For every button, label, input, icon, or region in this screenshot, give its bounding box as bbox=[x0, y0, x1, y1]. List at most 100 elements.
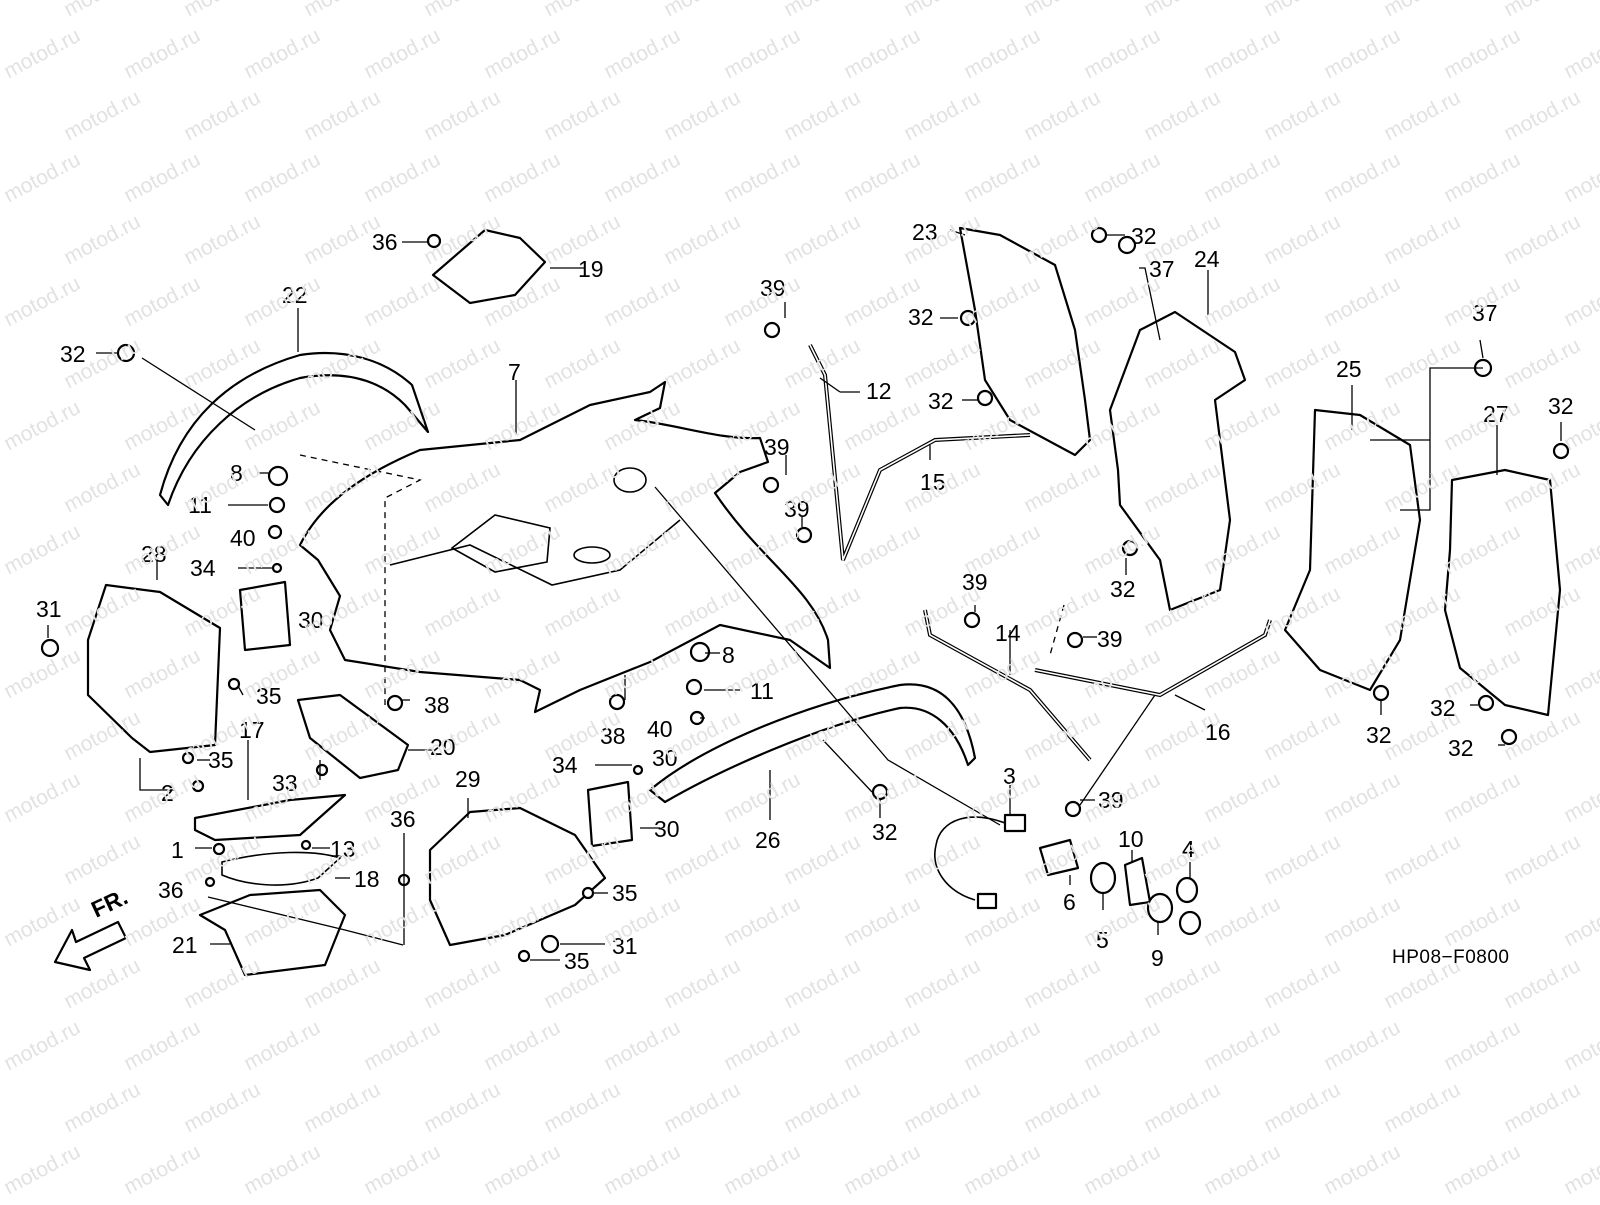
socket-cap bbox=[1175, 876, 1199, 904]
callout: 38 bbox=[600, 723, 626, 749]
callout: 30 bbox=[298, 607, 324, 633]
callout: 27 bbox=[1483, 401, 1509, 427]
callout: 10 bbox=[1118, 826, 1144, 852]
carrier-contour bbox=[389, 519, 681, 586]
callout: 30 bbox=[654, 816, 680, 842]
callout: 14 bbox=[995, 620, 1021, 646]
socket-body bbox=[1038, 838, 1080, 877]
callout: 32 bbox=[1110, 576, 1136, 602]
cover-lid bbox=[431, 228, 547, 305]
callout: 33 bbox=[272, 770, 298, 796]
alignment-dashes-right bbox=[1049, 604, 1065, 656]
callout: 11 bbox=[188, 492, 212, 518]
callout: 34 bbox=[190, 555, 216, 581]
callout: 26 bbox=[755, 827, 781, 853]
callout: 9 bbox=[1151, 945, 1164, 971]
callout: 22 bbox=[282, 282, 308, 308]
clip-32-r7 bbox=[1477, 694, 1495, 712]
bolt-40 bbox=[267, 524, 283, 540]
callout: 12 bbox=[866, 378, 892, 404]
screw-34 bbox=[271, 562, 283, 574]
callout: 35 bbox=[564, 948, 590, 974]
socket-bracket bbox=[1123, 856, 1152, 907]
callout: 8 bbox=[722, 642, 735, 668]
callout: 32 bbox=[928, 388, 954, 414]
bolt-39-d bbox=[963, 611, 981, 629]
lower-box bbox=[198, 888, 347, 977]
front-carrier-body bbox=[298, 380, 832, 714]
callout: 40 bbox=[647, 716, 673, 742]
right-inner-panel bbox=[958, 226, 1092, 457]
callout: 19 bbox=[578, 256, 604, 282]
callout: 32 bbox=[908, 304, 934, 330]
clip-32-left bbox=[116, 343, 136, 363]
callout: 34 bbox=[552, 752, 578, 778]
callout: 39 bbox=[784, 496, 810, 522]
callout: 38 bbox=[424, 692, 450, 718]
carrier-hole bbox=[613, 467, 647, 493]
callout: 13 bbox=[330, 836, 356, 862]
washer-1 bbox=[212, 842, 226, 856]
callout: 40 bbox=[230, 525, 256, 551]
callout: 2 bbox=[161, 780, 174, 806]
mudguard bbox=[1443, 468, 1562, 717]
callout: 20 bbox=[430, 734, 456, 760]
nut-38-left bbox=[386, 694, 404, 712]
lower-inner-panel bbox=[428, 806, 607, 947]
callout: 37 bbox=[1472, 300, 1498, 326]
rear-panel bbox=[1283, 408, 1422, 692]
callout: 30 bbox=[652, 745, 678, 771]
callout: 16 bbox=[1205, 719, 1231, 745]
callout: 32 bbox=[1548, 393, 1574, 419]
bolt-39-b bbox=[762, 476, 780, 494]
nut-38-right bbox=[608, 693, 626, 711]
callout: 36 bbox=[390, 806, 416, 832]
callout: 18 bbox=[354, 866, 380, 892]
front-direction-arrow bbox=[53, 920, 128, 972]
bolt-31-low bbox=[540, 934, 560, 954]
callout: 29 bbox=[455, 766, 481, 792]
callout: 24 bbox=[1194, 246, 1220, 272]
clip-32-r8 bbox=[1500, 728, 1518, 746]
callout: 36 bbox=[372, 229, 398, 255]
callout: 32 bbox=[1430, 695, 1456, 721]
screw-34-lower bbox=[632, 764, 644, 776]
nut-8 bbox=[267, 465, 289, 487]
bolt-39-a bbox=[763, 321, 781, 339]
callout: 15 bbox=[920, 469, 946, 495]
collar-11-lower bbox=[685, 678, 703, 696]
callout: 6 bbox=[1063, 889, 1076, 915]
callout: 39 bbox=[1098, 787, 1124, 813]
callout: 39 bbox=[760, 275, 786, 301]
callout: 39 bbox=[1097, 626, 1123, 652]
rod-16 bbox=[1034, 619, 1272, 698]
clip-32-r2 bbox=[959, 309, 977, 327]
leader-lines bbox=[47, 229, 1562, 961]
rod-14-inner bbox=[924, 609, 1091, 761]
callout: 32 bbox=[1366, 722, 1392, 748]
rod-16-inner bbox=[1034, 619, 1271, 696]
callout: 35 bbox=[256, 683, 282, 709]
carrier-hatch bbox=[450, 514, 551, 573]
grommet-upper bbox=[238, 580, 292, 652]
callout: 25 bbox=[1336, 356, 1362, 382]
callout: 3 bbox=[1003, 763, 1016, 789]
wire-harness bbox=[934, 816, 1011, 901]
seal-strip bbox=[221, 851, 342, 886]
screw-35-c bbox=[581, 886, 595, 900]
bolt-31-left bbox=[40, 638, 60, 658]
screw-33 bbox=[315, 763, 329, 777]
callout: 8 bbox=[230, 460, 243, 486]
harness-plug bbox=[1003, 813, 1027, 833]
bolt-39-f bbox=[1064, 800, 1082, 818]
callout: 32 bbox=[1448, 735, 1474, 761]
callout: 39 bbox=[962, 569, 988, 595]
clip-32-r4 bbox=[1121, 539, 1139, 557]
callout: 36 bbox=[158, 877, 184, 903]
clip-32-r5 bbox=[1552, 442, 1570, 460]
callout: 21 bbox=[172, 932, 198, 958]
screw-35-d bbox=[517, 949, 531, 963]
callout: 11 bbox=[750, 678, 774, 704]
